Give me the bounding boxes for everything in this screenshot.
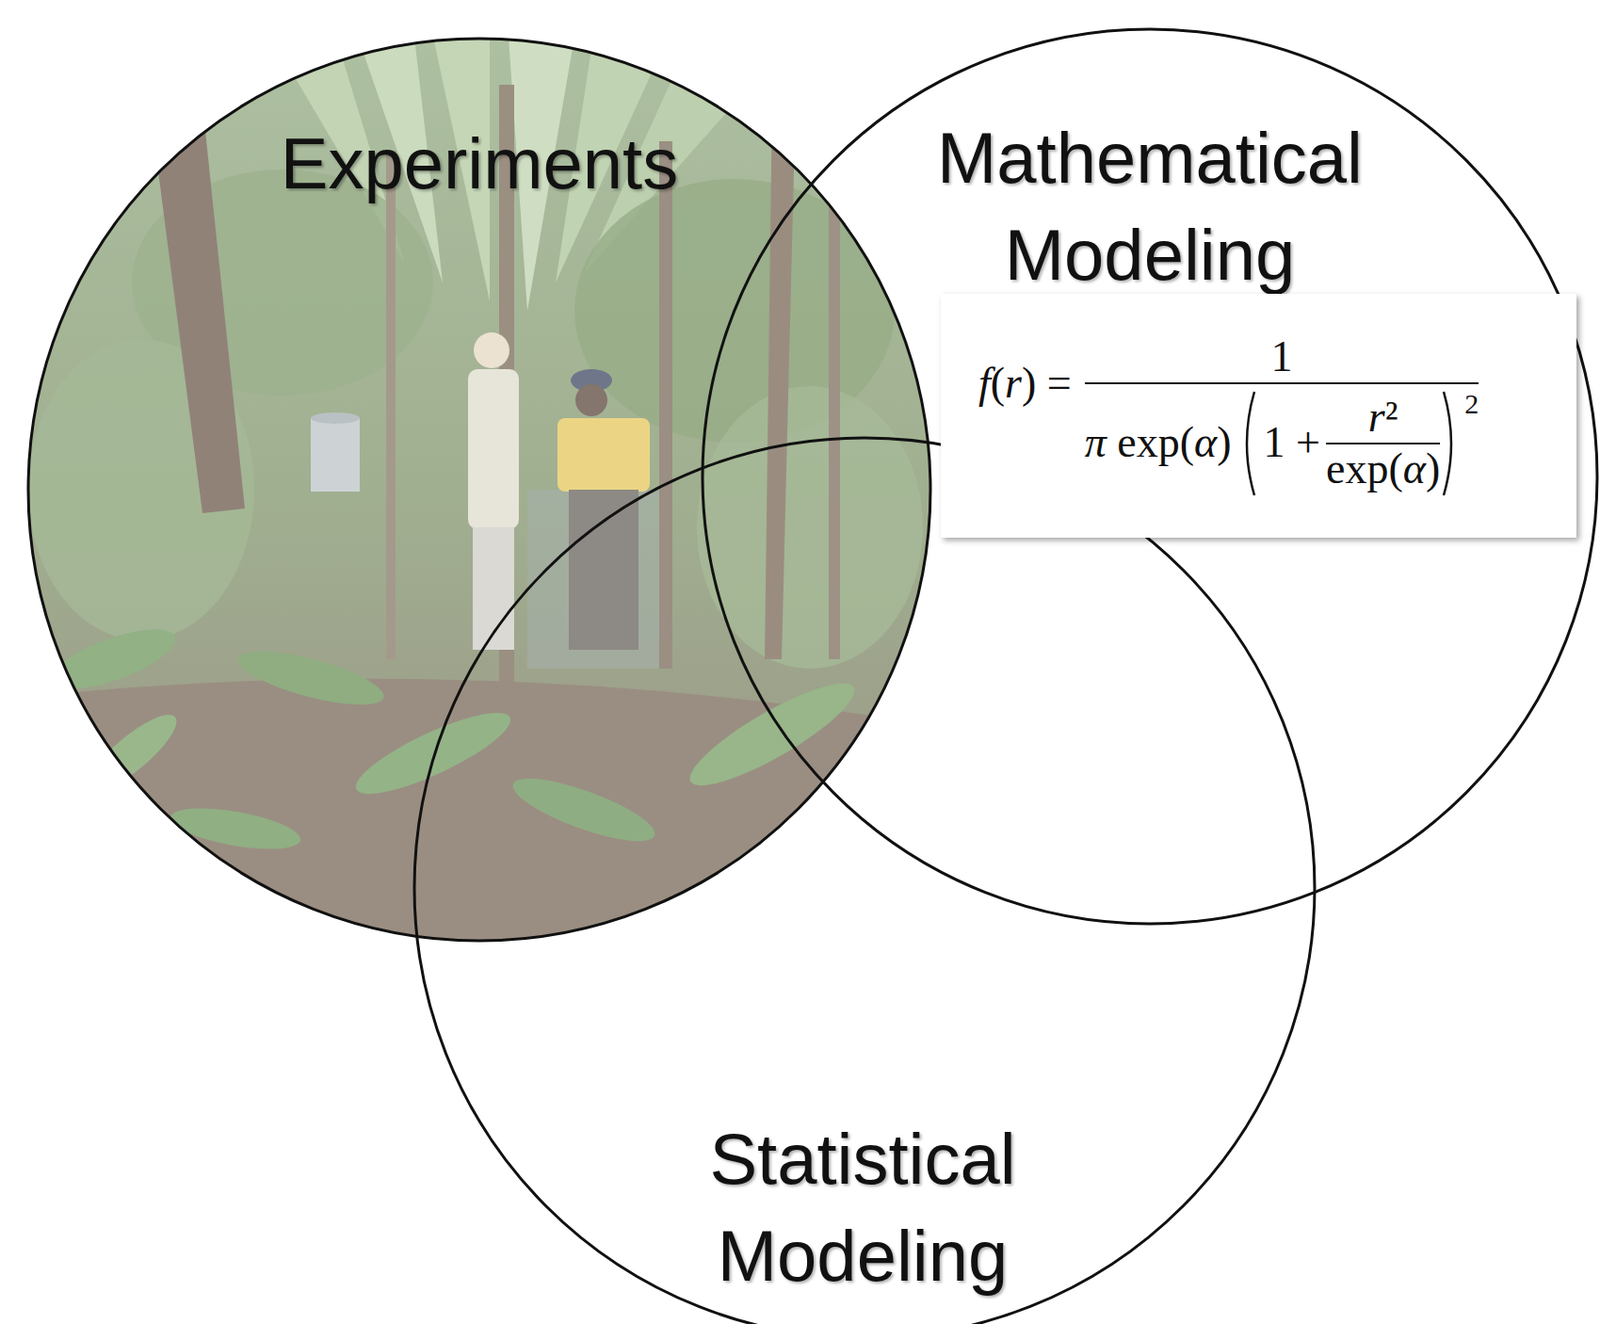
paren-stroke [1246,391,1255,496]
photo-content [26,36,933,943]
formula-row: f(r) =1π exp(α)1 +r²exp(α)2 [978,332,1479,500]
circle-border [28,38,931,941]
formula-term: r² [1368,392,1399,443]
formula-term: 2 [1464,387,1479,421]
inner-fraction: r²exp(α) [1325,392,1440,495]
math-modeling-circle: Mathematical Modelingf(r) =1π exp(α)1 +r… [700,27,1600,926]
circle-border [414,437,1315,1324]
stat-modeling-circle: Statistical Modeling [412,436,1317,1324]
formula-box: f(r) =1π exp(α)1 +r²exp(α)2 [940,293,1577,538]
formula-term: 1 + [1263,418,1321,469]
experiments-circle: Experiments [26,36,933,943]
circle-border [702,29,1598,924]
close-paren [1439,387,1461,500]
circle-title: Experiments [196,114,762,212]
inner-fraction-bar [1325,442,1440,445]
fraction: 1π exp(α)1 +r²exp(α)2 [1084,332,1479,500]
denominator: π exp(α)1 +r²exp(α)2 [1084,384,1479,500]
formula-term: 1 [1271,332,1293,383]
formula-term: π exp(α) [1084,418,1232,469]
circle-title: Mathematical Modeling [886,109,1414,304]
formula-term: exp(α) [1325,444,1440,495]
fraction-bar [1084,382,1479,385]
paren-stroke [1443,391,1452,496]
formula-term: f(r) = [978,358,1072,409]
open-paren [1237,387,1259,500]
circle-title: Statistical Modeling [598,1110,1127,1305]
